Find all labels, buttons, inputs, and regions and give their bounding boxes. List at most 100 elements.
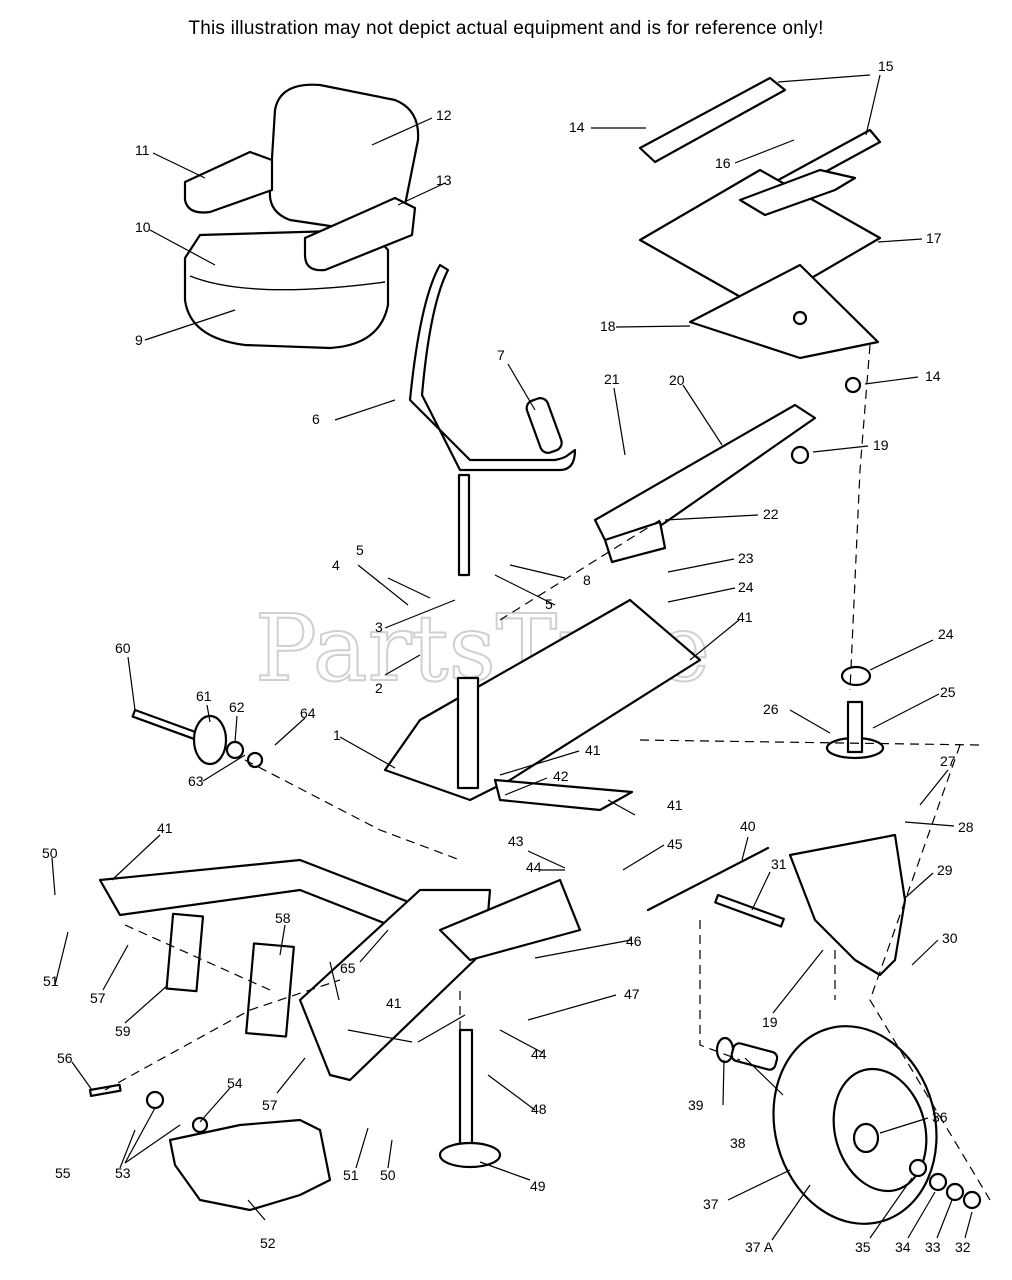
callout-65: 64 — [300, 705, 316, 721]
callout-31: 31 — [771, 856, 787, 872]
callout-19b: 19 — [762, 1014, 778, 1030]
seat-support-bar — [593, 403, 817, 542]
washer-64 — [246, 751, 264, 769]
callout-20: 20 — [669, 372, 685, 388]
seal-34 — [928, 1172, 948, 1192]
pivot-assembly — [88, 708, 502, 1212]
callout-12: 12 — [436, 107, 452, 123]
seat-assembly — [183, 83, 420, 350]
callout-4: 4 — [332, 557, 340, 573]
callout-1: 1 — [333, 727, 341, 743]
bracket-60 — [165, 912, 205, 993]
callout-51: 50 — [42, 845, 58, 861]
callout-34: 34 — [895, 1239, 911, 1255]
callout-24: 24 — [738, 579, 754, 595]
seat-rail-left — [638, 76, 787, 164]
callout-46: 45 — [667, 836, 683, 852]
axle-bolt-31 — [714, 893, 785, 928]
callout-15: 15 — [878, 58, 894, 74]
spring-rod-40 — [646, 846, 770, 912]
pedal-53 — [168, 1118, 332, 1212]
callout-19: 19 — [873, 437, 889, 453]
callout-30: 30 — [942, 930, 958, 946]
callout-14: 14 — [569, 119, 585, 135]
callout-5b: 5 — [545, 596, 553, 612]
callout-7: 7 — [497, 347, 505, 363]
callout-37a: 37 A — [745, 1239, 774, 1255]
seat-armrest-right — [303, 196, 417, 272]
callout-57: 56 — [57, 1050, 73, 1066]
steering-shaft — [457, 473, 471, 577]
callout-37: 37 — [703, 1196, 719, 1212]
callout-28: 28 — [958, 819, 974, 835]
seat-mount-assembly — [593, 76, 882, 564]
callout-56: 55 — [55, 1165, 71, 1181]
callout-39: 39 — [688, 1097, 704, 1113]
callout-42: 41 — [737, 609, 753, 625]
callout-14b: 14 — [925, 368, 941, 384]
callout-21: 21 — [604, 371, 620, 387]
callout-47: 46 — [626, 933, 642, 949]
seat-support-bracket — [603, 520, 667, 564]
pivot-foot-50 — [438, 1141, 502, 1169]
steering-grip — [525, 397, 563, 454]
main-frame — [98, 598, 702, 1082]
callout-41: 41 — [667, 797, 683, 813]
pivot-rod-50 — [458, 1028, 474, 1152]
callout-2: 2 — [375, 680, 383, 696]
callout-64: 63 — [188, 773, 204, 789]
callout-62: 61 — [196, 688, 212, 704]
nut-32 — [962, 1190, 982, 1210]
callout-43: 42 — [553, 768, 569, 784]
callout-42b: 41 — [585, 742, 601, 758]
callout-10: 10 — [135, 219, 151, 235]
callout-48: 47 — [624, 986, 640, 1002]
disclaimer-text: This illustration may not depict actual … — [188, 18, 824, 39]
callout-5: 5 — [356, 542, 364, 558]
leader-lines — [51, 74, 973, 1241]
callout-26: 26 — [763, 701, 779, 717]
caster-rim — [832, 1067, 928, 1193]
seat-plate-lower — [688, 263, 880, 360]
callout-45: 44 — [526, 859, 542, 875]
bushing-54 — [145, 1090, 165, 1110]
callout-54: 53 — [115, 1165, 131, 1181]
callout-58b: 57 — [262, 1097, 278, 1113]
callout-40: 40 — [740, 818, 756, 834]
caster-nut-24 — [840, 665, 872, 687]
spacer-39 — [715, 1036, 735, 1064]
frame-bracket-41 — [493, 778, 634, 812]
seat-adjust-lever — [738, 168, 857, 217]
callout-11: 11 — [135, 142, 150, 158]
callout-13: 13 — [436, 172, 452, 188]
callout-8: 8 — [583, 572, 591, 588]
callout-66: 65 — [340, 960, 356, 976]
steering-handle — [408, 263, 577, 472]
caster-assembly — [646, 665, 982, 1225]
callout-50: 49 — [530, 1178, 546, 1194]
callout-52: 51 — [43, 973, 59, 989]
callout-3: 3 — [375, 619, 383, 635]
callout-33: 33 — [925, 1239, 941, 1255]
callout-52b: 51 — [343, 1167, 359, 1183]
callout-16: 16 — [715, 155, 731, 171]
callout-55: 54 — [227, 1075, 243, 1091]
callout-24b: 24 — [938, 626, 954, 642]
callout-45b: 44 — [531, 1046, 547, 1062]
callout-63: 62 — [229, 699, 245, 715]
bolt-16 — [792, 310, 808, 326]
callout-23: 23 — [738, 550, 754, 566]
steering-assembly — [408, 263, 577, 577]
frame-bracket-plate — [438, 878, 582, 962]
seat-plate-upper — [638, 168, 882, 310]
callouts: 1 2 3 4 5 5 6 7 8 9 10 11 12 13 14 14 15… — [42, 58, 974, 1255]
caster-spindle — [846, 700, 864, 754]
frame-post — [456, 676, 480, 790]
callout-17: 17 — [926, 230, 942, 246]
assembly-lines — [104, 344, 991, 1201]
wheel-62 — [192, 714, 228, 766]
callout-44: 43 — [508, 833, 524, 849]
caster-hub — [852, 1122, 880, 1154]
callout-22: 22 — [763, 506, 779, 522]
